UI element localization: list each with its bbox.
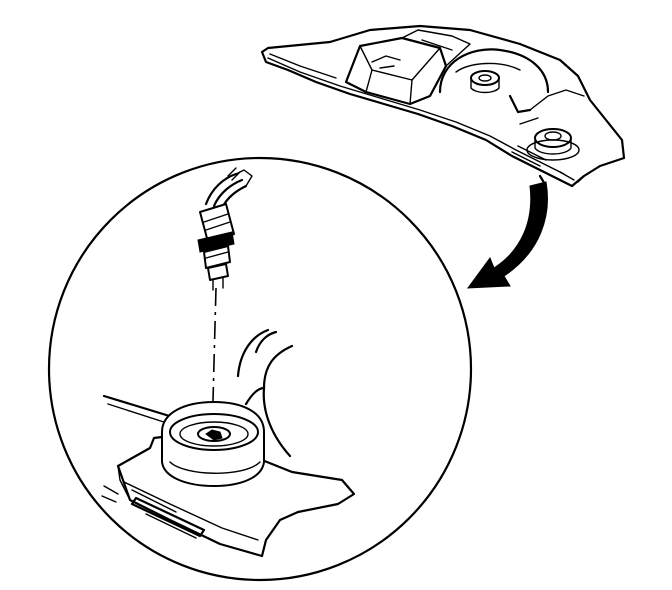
detail-view <box>47 156 473 582</box>
detail-circle <box>47 156 473 582</box>
temperature-sensor <box>197 203 235 291</box>
bracket-slot <box>130 496 206 538</box>
housing-dome <box>438 48 550 94</box>
housing-assembly <box>260 24 626 188</box>
sensor-connector <box>199 203 235 243</box>
sensor-wires <box>204 167 253 210</box>
housing-flange <box>260 24 626 188</box>
callout-arrow-shaft <box>466 181 548 289</box>
housing-raised-block <box>344 36 448 106</box>
detail-bracket <box>101 328 356 558</box>
callout-arrow <box>466 174 548 289</box>
sensor-boss <box>161 401 265 487</box>
housing-flange-rim <box>267 57 565 175</box>
housing-boss-upper <box>470 70 500 86</box>
